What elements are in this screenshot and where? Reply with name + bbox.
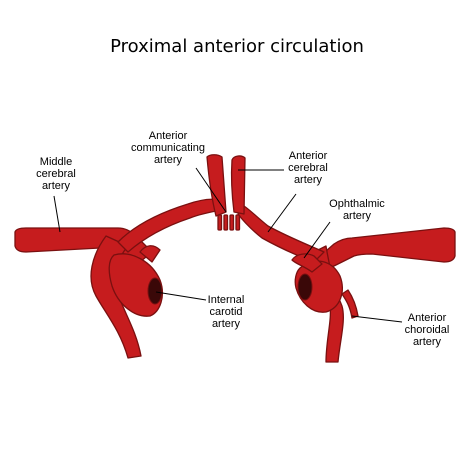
label-anterior-communicating-artery: Anterior communicating artery: [131, 130, 205, 166]
right-anterior-choroidal-branch: [341, 289, 359, 319]
label-anterior-choroidal-artery: Anterior choroidal artery: [404, 312, 450, 348]
communicating-stub-4: [235, 214, 241, 231]
left-carotid-bulb: [108, 253, 164, 317]
right-carotid-lumen: [297, 273, 313, 301]
label-anterior-cerebral-artery: Anterior cerebral artery: [288, 150, 328, 186]
communicating-stub-3: [229, 214, 235, 231]
communicating-stub-1: [217, 214, 223, 231]
leader-internal-carotid: [155, 291, 207, 301]
artery-shapes: [14, 154, 456, 363]
leader-anterior-communicating: [195, 167, 227, 213]
leader-anterior-choroidal: [351, 315, 403, 323]
leader-ophthalmic: [303, 221, 331, 259]
right-ophthalmic-branch: [291, 253, 323, 273]
label-ophthalmic-artery: Ophthalmic artery: [329, 198, 385, 222]
leader-lines: [53, 167, 403, 323]
diagram-title: Proximal anterior circulation: [110, 36, 364, 57]
right-middle-cerebral-artery: [317, 227, 456, 269]
left-carotid-lumen: [147, 277, 163, 305]
label-internal-carotid-artery: Internal carotid artery: [207, 294, 245, 330]
leader-anterior-cerebral-diag: [267, 193, 297, 233]
left-small-branch: [139, 245, 161, 263]
label-middle-cerebral-artery: Middle cerebral artery: [36, 156, 76, 192]
right-ascending-anterior-cerebral: [230, 155, 246, 215]
leader-middle-cerebral: [53, 195, 61, 233]
communicating-stub-2: [223, 214, 229, 231]
left-anterior-cerebral-segment: [117, 198, 223, 253]
